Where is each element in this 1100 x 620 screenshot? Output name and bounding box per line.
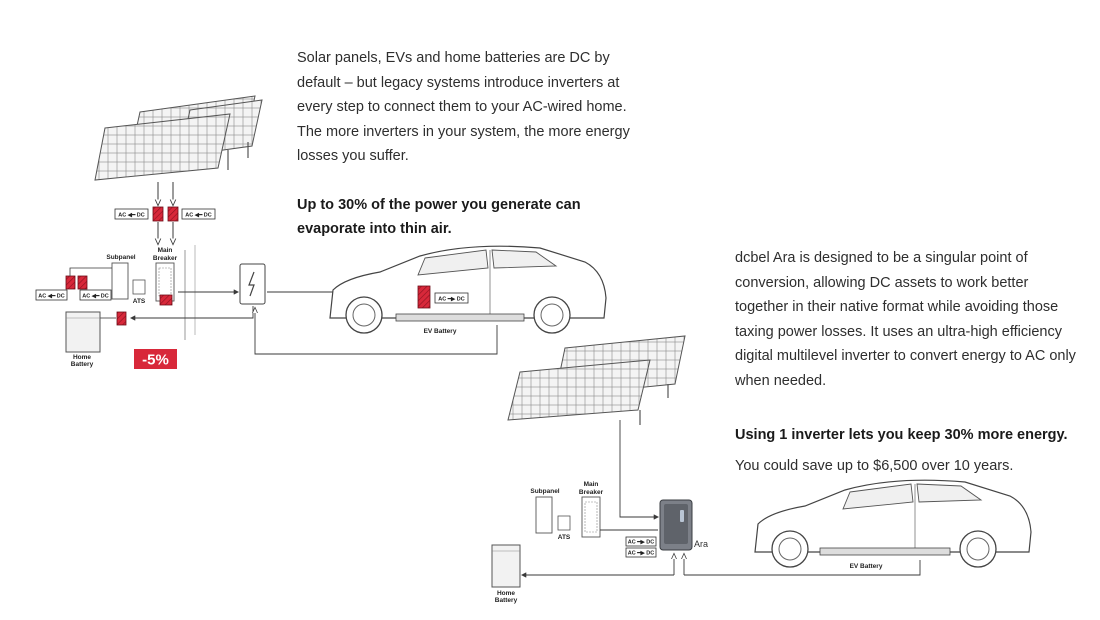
converter-tag: AC ◀━ DC bbox=[79, 289, 112, 301]
intro-copy: Solar panels, EVs and home batteries are… bbox=[297, 46, 642, 242]
ats-icon bbox=[557, 515, 571, 531]
main-breaker-label: Breaker bbox=[153, 255, 178, 262]
main-breaker-label: Breaker bbox=[579, 489, 604, 496]
converter-tag-text: AC ◀━ DC bbox=[38, 292, 65, 299]
ats-label: ATS bbox=[558, 534, 571, 541]
ats-label: ATS bbox=[133, 298, 146, 305]
home-battery-icon bbox=[491, 544, 521, 588]
subpanel-label: Subpanel bbox=[106, 254, 135, 261]
legacy-diagram: AC ◀━ DC AC ◀━ DC Subpanel Main Breaker … bbox=[35, 95, 607, 369]
converter-tag-text: AC ◀━ DC bbox=[118, 211, 145, 218]
subpanel-icon bbox=[111, 262, 129, 300]
subpanel-icon bbox=[535, 496, 553, 534]
converter-tag: AC ◀━ DC bbox=[181, 208, 216, 220]
main-breaker-icon bbox=[581, 496, 601, 538]
converter-tag: AC ◀━ DC bbox=[35, 289, 68, 301]
ara-unit-icon bbox=[659, 499, 693, 551]
main-breaker-label: Main bbox=[584, 481, 599, 488]
loss-highlight: Up to 30% of the power you generate can … bbox=[297, 196, 581, 238]
converter-tag-text: AC ◀━ DC bbox=[82, 292, 109, 299]
loss-badge bbox=[134, 349, 177, 369]
savings-text: You could save up to $6,500 over 10 year… bbox=[735, 457, 1014, 474]
inverter-icon bbox=[159, 294, 173, 306]
onboard-inverter-icon bbox=[417, 285, 431, 309]
electric-car-legacy: EV Battery AC ━▶ DC bbox=[329, 245, 607, 335]
converter-tag: AC ━▶ DC bbox=[625, 547, 657, 558]
converter-tag-text: AC ━▶ DC bbox=[438, 295, 465, 302]
ara-label: Ara bbox=[694, 539, 708, 549]
subpanel-label: Subpanel bbox=[530, 488, 559, 495]
inverter-icon bbox=[116, 311, 127, 326]
electric-car-ara: EV Battery bbox=[754, 479, 1032, 570]
ev-battery-label: EV Battery bbox=[850, 563, 883, 570]
converter-tag-text: AC ◀━ DC bbox=[185, 211, 212, 218]
main-breaker-label: Main bbox=[158, 247, 173, 254]
inverter-icon bbox=[167, 206, 179, 222]
inverter-icon bbox=[77, 275, 88, 290]
intro-paragraph: Solar panels, EVs and home batteries are… bbox=[297, 50, 630, 164]
inverter-icon bbox=[152, 206, 164, 222]
solar-array-ara bbox=[507, 335, 686, 425]
inverter-icon bbox=[65, 275, 76, 290]
ev-battery-icon bbox=[819, 547, 951, 556]
converter-tag: AC ━▶ DC bbox=[625, 536, 657, 547]
home-battery-label: Battery bbox=[495, 597, 518, 604]
home-battery-label: Home bbox=[73, 354, 91, 361]
loss-badge-text: -5% bbox=[142, 352, 169, 369]
ara-paragraph: dcbel Ara is designed to be a singular p… bbox=[735, 250, 1076, 389]
ats-icon bbox=[132, 279, 146, 295]
ev-battery-icon bbox=[395, 313, 525, 322]
home-battery-label: Battery bbox=[71, 361, 94, 368]
home-battery-label: Home bbox=[497, 590, 515, 597]
solar-array-legacy bbox=[94, 95, 263, 181]
converter-tag: AC ━▶ DC bbox=[434, 292, 469, 304]
converter-tag-text: AC ━▶ DC bbox=[628, 539, 655, 546]
ara-diagram: Subpanel Main Breaker ATS Ara AC ━▶ DC A… bbox=[491, 335, 1032, 604]
converter-tag: AC ◀━ DC bbox=[114, 208, 149, 220]
ev-battery-label: EV Battery bbox=[424, 328, 457, 335]
home-battery-icon bbox=[65, 311, 101, 353]
ara-highlight: Using 1 inverter lets you keep 30% more … bbox=[735, 427, 1068, 443]
ara-copy: dcbel Ara is designed to be a singular p… bbox=[735, 246, 1080, 478]
charger-icon bbox=[239, 263, 266, 305]
converter-tag-text: AC ━▶ DC bbox=[628, 550, 655, 557]
